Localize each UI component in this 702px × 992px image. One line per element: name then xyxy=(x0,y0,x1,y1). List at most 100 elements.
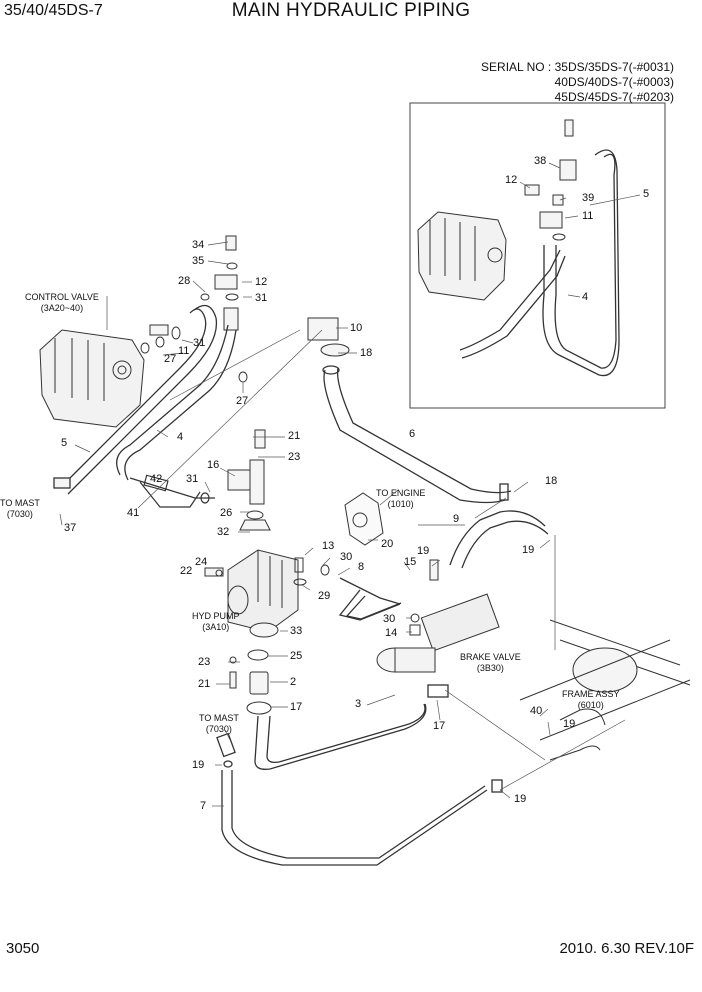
part-number: 15 xyxy=(404,556,417,568)
serial-block: SERIAL NO : 35DS/35DS-7(-#0031) 40DS/40D… xyxy=(481,60,674,105)
serial-line-2: 40DS/40DS-7(-#0003) xyxy=(554,75,674,89)
part-number: 13 xyxy=(322,540,335,552)
pipe-8 xyxy=(338,577,402,621)
part-number: 28 xyxy=(178,275,191,287)
callout-text: TO MAST xyxy=(0,498,40,508)
part-number: 16 xyxy=(207,459,220,471)
callout-ref: (3A10) xyxy=(202,622,230,632)
part-number: 30 xyxy=(383,613,396,625)
part-number: 33 xyxy=(290,625,303,637)
callout-text: CONTROL VALVE xyxy=(25,292,99,302)
part-number: 18 xyxy=(545,475,558,487)
part-number: 12 xyxy=(255,276,268,288)
part-number: 12 xyxy=(505,174,518,186)
part-number: 31 xyxy=(255,292,268,304)
inset-hoses xyxy=(459,149,620,377)
hose-3 xyxy=(254,684,449,770)
model-label: 35/40/45DS-7 xyxy=(4,2,103,19)
callout-ref: (7030) xyxy=(6,509,33,519)
serial-line-3: 45DS/45DS-7(-#0203) xyxy=(554,90,674,104)
pump-fittings xyxy=(204,429,330,586)
part-number: 23 xyxy=(198,656,211,668)
serial-line-1: SERIAL NO : 35DS/35DS-7(-#0031) xyxy=(481,60,674,74)
part-number: 21 xyxy=(288,430,301,442)
part-number: 29 xyxy=(318,590,331,602)
part-number: 4 xyxy=(177,431,184,443)
callout-to-mast-2: TO MAST (7030) xyxy=(199,713,239,735)
hose-9 xyxy=(449,510,549,569)
part-number: 3 xyxy=(355,698,362,710)
part-number: 25 xyxy=(290,650,303,662)
part-number: 23 xyxy=(288,451,301,463)
part-number: 19 xyxy=(192,759,205,771)
part-number: 17 xyxy=(433,720,446,732)
part-number: 11 xyxy=(582,210,594,222)
part-number: 8 xyxy=(358,561,365,573)
part-number: 27 xyxy=(236,395,249,407)
part-number: 7 xyxy=(200,800,207,812)
part-number: 6 xyxy=(409,428,416,440)
callout-ref: (1010) xyxy=(387,499,414,509)
part-number: 17 xyxy=(290,701,303,713)
part-number: 2 xyxy=(290,676,297,688)
page-title: MAIN HYDRAULIC PIPING xyxy=(231,0,471,21)
callout-to-engine: TO ENGINE (1010) xyxy=(376,488,425,510)
part-number: 22 xyxy=(180,565,193,577)
part-number: 19 xyxy=(563,718,576,730)
part-number: 30 xyxy=(340,551,353,563)
callout-ref: (3B30) xyxy=(476,663,504,673)
revision-date: 2010. 6.30 REV.10F xyxy=(559,940,694,957)
part-number: 27 xyxy=(164,353,177,365)
orings-left xyxy=(140,262,248,383)
hoses-5-4 xyxy=(53,304,237,495)
frame-assy xyxy=(519,619,691,761)
part-number: 37 xyxy=(64,522,77,534)
fittings-left xyxy=(149,235,350,357)
part-number: 26 xyxy=(220,507,233,519)
part-number: 21 xyxy=(198,678,211,690)
callout-frame-assy: FRAME ASSY (6010) xyxy=(562,689,620,711)
part-number: 40 xyxy=(530,705,543,717)
part-number: 18 xyxy=(360,347,373,359)
part-number: 19 xyxy=(417,545,430,557)
callout-text: BRAKE VALVE xyxy=(460,652,521,662)
part-number: 24 xyxy=(195,556,208,568)
callout-to-mast-1: TO MAST (7030) xyxy=(0,498,40,520)
main-control-valve xyxy=(39,329,145,428)
gasket-20 xyxy=(344,492,384,546)
callout-ref: (7030) xyxy=(205,724,232,734)
part-number: 9 xyxy=(453,513,460,525)
brake-valve xyxy=(376,559,500,673)
inset-frame xyxy=(409,102,666,409)
page-number: 3050 xyxy=(6,940,40,957)
part-number: 19 xyxy=(514,793,527,805)
part-number: 4 xyxy=(582,291,589,303)
part-number: 34 xyxy=(192,239,205,251)
callout-ref: (6010) xyxy=(577,700,604,710)
callout-hyd-pump: HYD PUMP (3A10) xyxy=(192,611,240,633)
part-number: 42 xyxy=(150,473,163,485)
part-number: 31 xyxy=(186,473,199,485)
pipe-41 xyxy=(129,474,215,508)
part-number: 5 xyxy=(643,188,650,200)
hydraulic-pump xyxy=(227,549,299,633)
suction-parts xyxy=(229,622,279,715)
callout-control-valve: CONTROL VALVE (3A20~40) xyxy=(25,292,99,314)
part-number: 32 xyxy=(217,526,230,538)
inset-fittings xyxy=(524,119,577,241)
part-number: 10 xyxy=(350,322,363,334)
callout-text: TO ENGINE xyxy=(376,488,426,498)
inset-control-valve xyxy=(417,211,507,301)
callout-text: FRAME ASSY xyxy=(562,689,620,699)
part-number: 39 xyxy=(582,192,595,204)
part-number: 20 xyxy=(381,538,394,550)
callout-text: HYD PUMP xyxy=(192,611,240,621)
leader-lines xyxy=(59,162,641,807)
part-number: 11 xyxy=(178,345,190,357)
callout-text: TO MAST xyxy=(199,713,239,723)
part-number: 31 xyxy=(193,337,206,349)
callout-brake-valve: BRAKE VALVE (3B30) xyxy=(460,652,521,674)
part-number: 14 xyxy=(385,627,398,639)
part-number: 41 xyxy=(127,507,140,519)
